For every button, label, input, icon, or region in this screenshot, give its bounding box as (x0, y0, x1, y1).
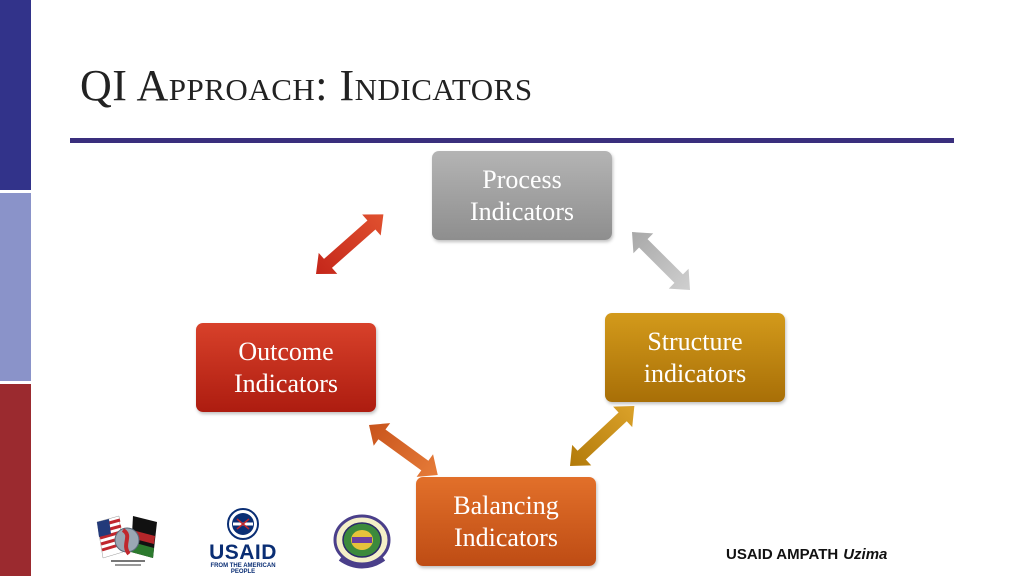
arrow-structure-balancing (570, 405, 635, 466)
arrow-outcome-process (316, 214, 384, 274)
outcome-indicators-label: Outcome Indicators (234, 336, 338, 398)
balancing-indicators-label: Balancing Indicators (453, 490, 559, 552)
usaid-logo: USAID FROM THE AMERICAN PEOPLE (202, 507, 284, 575)
arrow-process-structure (632, 232, 690, 290)
sidebar-stripe-bottom (0, 384, 31, 576)
structure-indicators-label: Structure indicators (643, 326, 747, 388)
us-flag-icon (96, 515, 124, 559)
outcome-indicators-box: Outcome Indicators (196, 323, 376, 412)
usaid-seal-icon (227, 508, 259, 540)
structure-indicators-box: Structure indicators (605, 313, 785, 402)
usaid-wordmark: USAID (209, 541, 277, 564)
usaid-tagline: FROM THE AMERICAN PEOPLE (210, 563, 276, 575)
footer-program: Uzima (843, 546, 888, 563)
process-indicators-label: Process Indicators (470, 164, 574, 226)
arrow-outcome-balancing (369, 423, 438, 477)
partnership-flags-logo (96, 515, 157, 566)
balancing-indicators-box: Balancing Indicators (416, 477, 596, 566)
slide-title: QI Approach: Indicators (80, 61, 533, 110)
sidebar-stripe-top (0, 0, 31, 190)
title-divider (70, 138, 954, 143)
footer-org: USAID AMPATH (726, 546, 839, 563)
process-indicators-box: Process Indicators (432, 151, 612, 240)
sidebar-stripe-middle (0, 193, 31, 381)
ministry-seal-logo (333, 514, 391, 569)
